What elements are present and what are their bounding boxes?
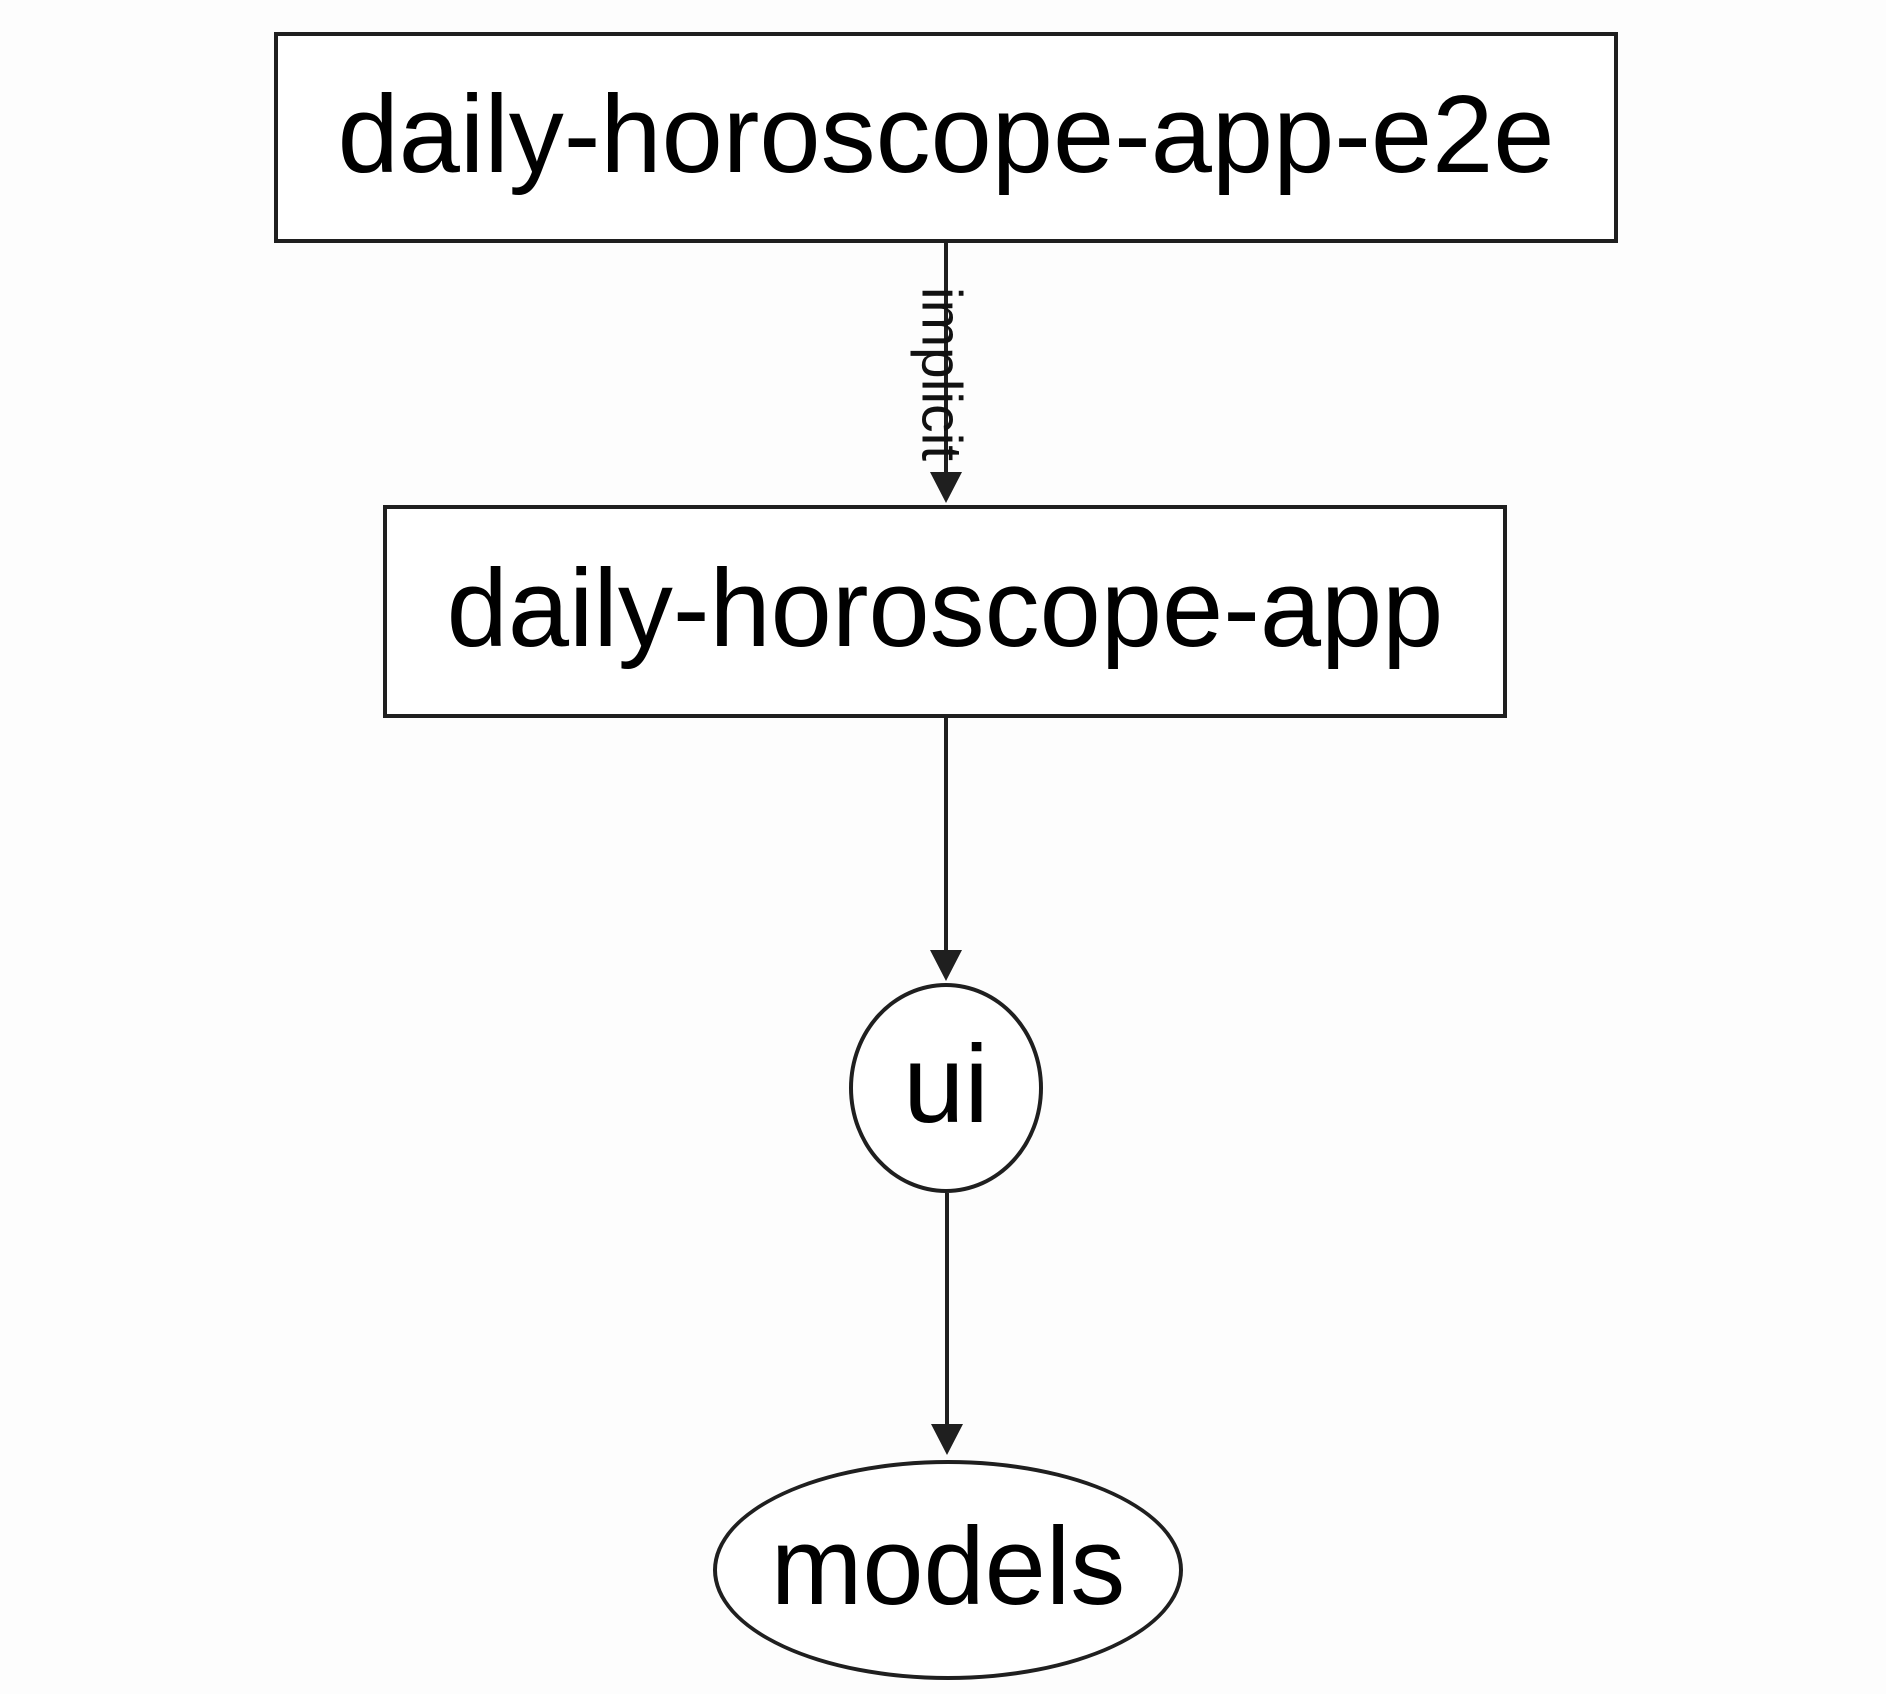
node-ui-label: ui — [903, 1023, 989, 1146]
node-daily-horoscope-app-e2e-label: daily-horoscope-app-e2e — [337, 72, 1555, 196]
node-daily-horoscope-app-e2e[interactable]: daily-horoscope-app-e2e — [274, 32, 1618, 243]
node-models-label: models — [770, 1505, 1126, 1628]
node-daily-horoscope-app-label: daily-horoscope-app — [446, 546, 1444, 670]
edge-label-implicit: implicit — [909, 286, 974, 462]
node-models[interactable]: models — [713, 1460, 1183, 1680]
edge-ui-to-models-arrowhead-icon — [931, 1424, 963, 1455]
node-ui[interactable]: ui — [849, 983, 1043, 1193]
edge-app-to-ui-arrowhead-icon — [930, 950, 962, 981]
node-daily-horoscope-app[interactable]: daily-horoscope-app — [383, 505, 1507, 718]
edge-e2e-to-app-arrowhead-icon — [930, 472, 962, 503]
